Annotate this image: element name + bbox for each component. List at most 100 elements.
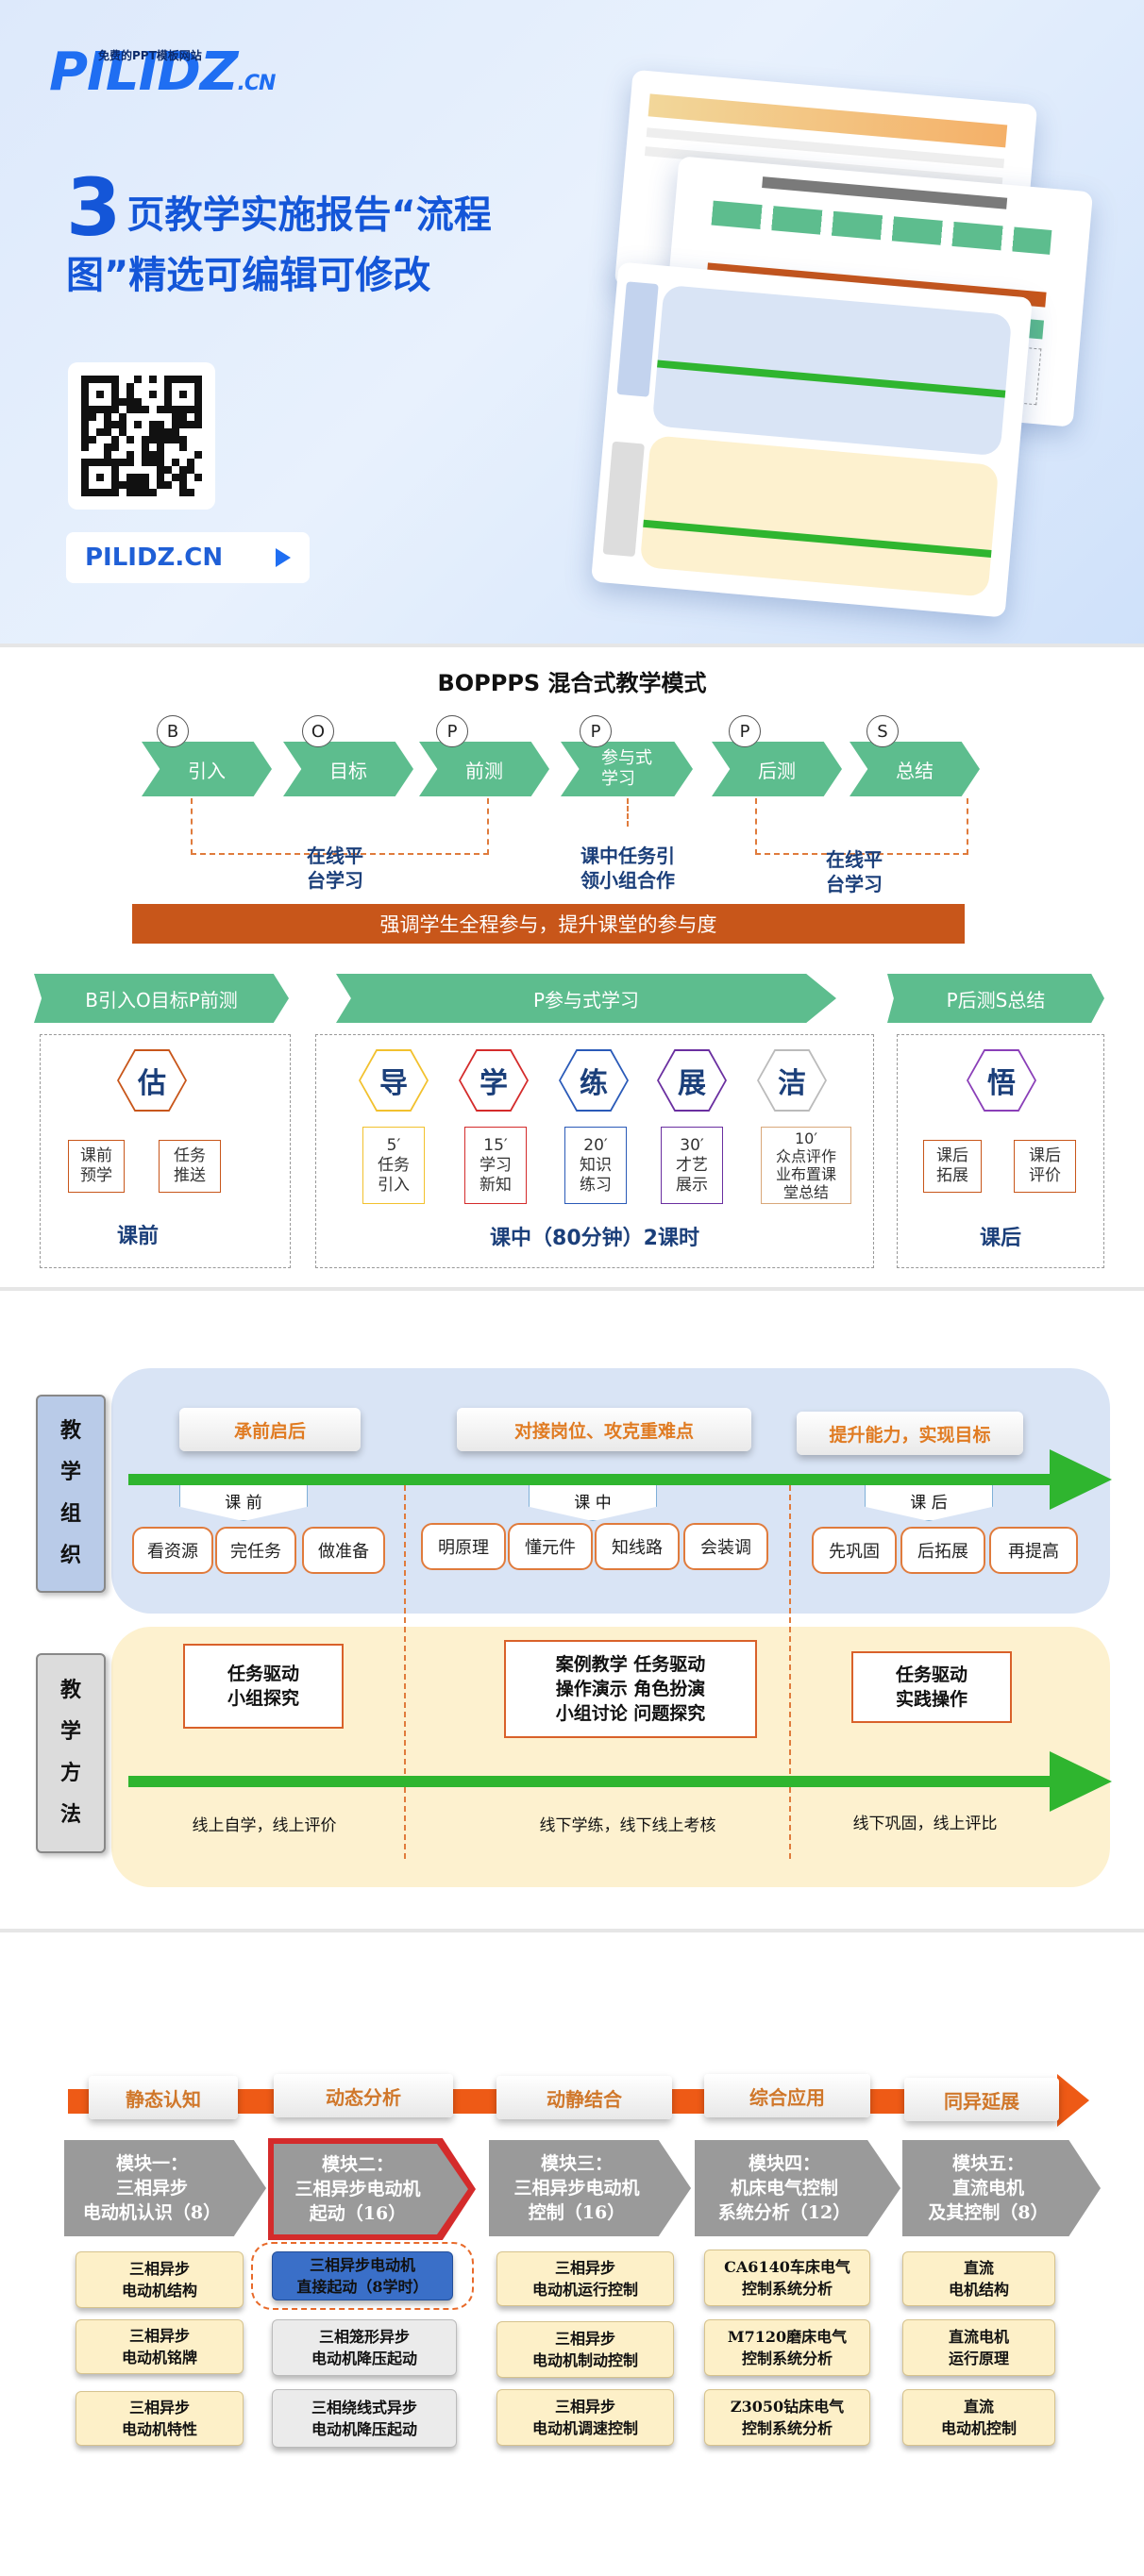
pill-improve: 提升能力，实现目标 — [797, 1412, 1023, 1455]
activity-tag: 做准备 — [302, 1527, 385, 1574]
emphasis-bar: 强调学生全程参与，提升课堂的参与度 — [132, 904, 965, 944]
section-divider — [0, 1287, 1144, 1291]
timeline-arrow-org — [128, 1474, 1072, 1485]
module-card[interactable]: M7120磨床电气 控制系统分析 — [704, 2319, 870, 2376]
method-side-label: 教学方法 — [36, 1653, 106, 1853]
site-url-button[interactable]: PILIDZ.CN — [66, 532, 310, 583]
module-card[interactable]: 三相异步 电动机运行控制 — [496, 2251, 674, 2306]
time-box-learn: 15′ 学习 新知 — [464, 1127, 527, 1204]
play-triangle-icon — [276, 548, 291, 567]
arrow-head-icon — [1050, 1751, 1112, 1812]
method-box-pre: 任务驱动 小组探究 — [183, 1644, 344, 1729]
module-card[interactable]: 三相异步 电动机结构 — [76, 2251, 244, 2308]
stage-dynamic: 动态分析 — [274, 2074, 453, 2117]
group-header-in: P参与式学习 — [336, 974, 836, 1023]
stage-extension: 同异延展 — [904, 2078, 1059, 2121]
step-letter: P — [729, 715, 761, 747]
module-card[interactable]: CA6140车床电气 控制系统分析 — [704, 2250, 870, 2306]
step-chevron-participatory: 参与式 学习 — [561, 742, 693, 796]
boppps-title: BOPPPS 混合式教学模式 — [437, 670, 707, 696]
activity-tag: 再提高 — [989, 1527, 1078, 1574]
stage-static: 静态认知 — [89, 2076, 238, 2119]
activity-tag: 完任务 — [215, 1527, 296, 1574]
activity-tag: 明原理 — [421, 1523, 506, 1570]
site-logo[interactable]: PILIDZ.CN — [49, 42, 276, 103]
pre-class-caption: 课前 — [116, 1225, 159, 1248]
post-extend-box: 课后 拓展 — [923, 1140, 982, 1193]
post-class-box — [897, 1034, 1104, 1268]
step-chevron-intro: 引入 — [142, 742, 272, 796]
activity-tag: 懂元件 — [508, 1523, 593, 1570]
connector-left — [191, 798, 489, 855]
step-letter: P — [436, 715, 468, 747]
step-letter: P — [580, 715, 612, 747]
module-card[interactable]: 三相异步 电动机铭牌 — [76, 2319, 244, 2374]
timeline-arrow-method — [128, 1776, 1072, 1787]
module-card-highlighted[interactable]: 三相异步电动机 直接起动（8学时） — [272, 2251, 453, 2300]
time-box-intro: 5′ 任务 引入 — [362, 1127, 425, 1204]
hex-guide: 导 — [359, 1049, 429, 1112]
org-side-label: 教学组织 — [36, 1395, 106, 1593]
module-card[interactable]: 三相绕线式异步 电动机降压起动 — [272, 2389, 457, 2448]
pill-bridge: 承前启后 — [179, 1408, 361, 1451]
post-class-caption: 课后 — [979, 1227, 1021, 1250]
boppps-section: BOPPPS 混合式教学模式 引入 目标 前测 参与式 学习 后测 总结 B O… — [0, 649, 1144, 1287]
group-header-pre: B引入O目标P前测 — [34, 974, 289, 1023]
module-head-4[interactable]: 模块四： 机床电气控制 系统分析（12） — [695, 2140, 900, 2236]
activity-tag: 先巩固 — [812, 1527, 897, 1574]
module-head-1[interactable]: 模块一： 三相异步 电动机认识（8） — [64, 2140, 266, 2236]
time-box-summary: 10′ 众点评作 业布置课 堂总结 — [761, 1127, 851, 1204]
task-guided-text: 课中任务引 领小组合作 — [580, 845, 675, 892]
pre-class-box — [40, 1034, 291, 1268]
pre-study-box: 课前 预学 — [68, 1140, 125, 1193]
modules-section: 静态认知 动态分析 动静结合 综合应用 同异延展 模块一： 三相异步 电动机认识… — [0, 1932, 1144, 2576]
step-chevron-goal: 目标 — [283, 742, 413, 796]
highlight-frame — [251, 2242, 474, 2310]
step-chevron-summary: 总结 — [850, 742, 980, 796]
online-learning-text: 在线平 台学习 — [826, 848, 883, 895]
activity-tag: 看资源 — [132, 1527, 213, 1574]
section-divider — [0, 644, 1144, 647]
activity-tag: 会装调 — [683, 1523, 768, 1570]
arrow-head-icon — [1050, 1449, 1112, 1510]
step-chevron-posttest: 后测 — [712, 742, 842, 796]
footer-pre: 线上自学，线上评价 — [192, 1816, 337, 1835]
time-box-practice: 20′ 知识 练习 — [564, 1127, 627, 1204]
module-card[interactable]: 三相异步 电动机特性 — [76, 2391, 244, 2446]
method-box-post: 任务驱动 实践操作 — [851, 1651, 1012, 1723]
module-card[interactable]: 直流电机 运行原理 — [902, 2319, 1055, 2376]
pill-key-points: 对接岗位、攻克重难点 — [457, 1408, 751, 1451]
section-divider — [0, 1929, 1144, 1932]
step-chevron-pretest: 前测 — [419, 742, 549, 796]
phase-divider — [404, 1485, 406, 1859]
module-card[interactable]: Z3050钻床电气 控制系统分析 — [704, 2389, 870, 2446]
hex-insight: 悟 — [967, 1049, 1036, 1112]
hex-learn: 学 — [459, 1049, 529, 1112]
connector-right — [755, 798, 968, 855]
post-evaluate-box: 课后 评价 — [1014, 1140, 1076, 1193]
module-head-3[interactable]: 模块三： 三相异步电动机 控制（16） — [489, 2140, 691, 2236]
stage-combined: 动静结合 — [496, 2076, 672, 2119]
time-box-show: 30′ 才艺 展示 — [661, 1127, 723, 1204]
in-class-caption: 课中（80分钟）2课时 — [490, 1227, 699, 1250]
in-class-box — [315, 1034, 874, 1268]
logo-tagline: 免费的PPT模板网站 — [98, 49, 202, 62]
qr-code-icon — [68, 362, 215, 510]
teaching-org-section: 教学组织 教学方法 承前启后 对接岗位、攻克重难点 提升能力，实现目标 课 前 … — [0, 1291, 1144, 1929]
module-card[interactable]: 三相异步 电动机制动控制 — [496, 2321, 674, 2378]
module-head-2[interactable]: 模块二： 三相异步电动机 起动（16） — [274, 2144, 468, 2234]
phase-divider — [789, 1485, 791, 1859]
activity-tag: 知线路 — [595, 1523, 680, 1570]
module-card[interactable]: 三相异步 电动机调速控制 — [496, 2389, 674, 2446]
online-learning-text: 在线平 台学习 — [307, 845, 363, 892]
module-card[interactable]: 直流 电动机控制 — [902, 2389, 1055, 2446]
connector-middle — [627, 798, 629, 827]
footer-in: 线下学练，线下线上考核 — [539, 1816, 716, 1835]
timeline-arrow-head-icon — [1057, 2074, 1089, 2127]
module-head-5[interactable]: 模块五： 直流电机 及其控制（8） — [902, 2140, 1101, 2236]
module-card[interactable]: 直流 电机结构 — [902, 2251, 1055, 2306]
module-card[interactable]: 三相笼形异步 电动机降压起动 — [272, 2319, 457, 2376]
method-box-in: 案例教学 任务驱动 操作演示 角色扮演 小组讨论 问题探究 — [504, 1640, 757, 1738]
